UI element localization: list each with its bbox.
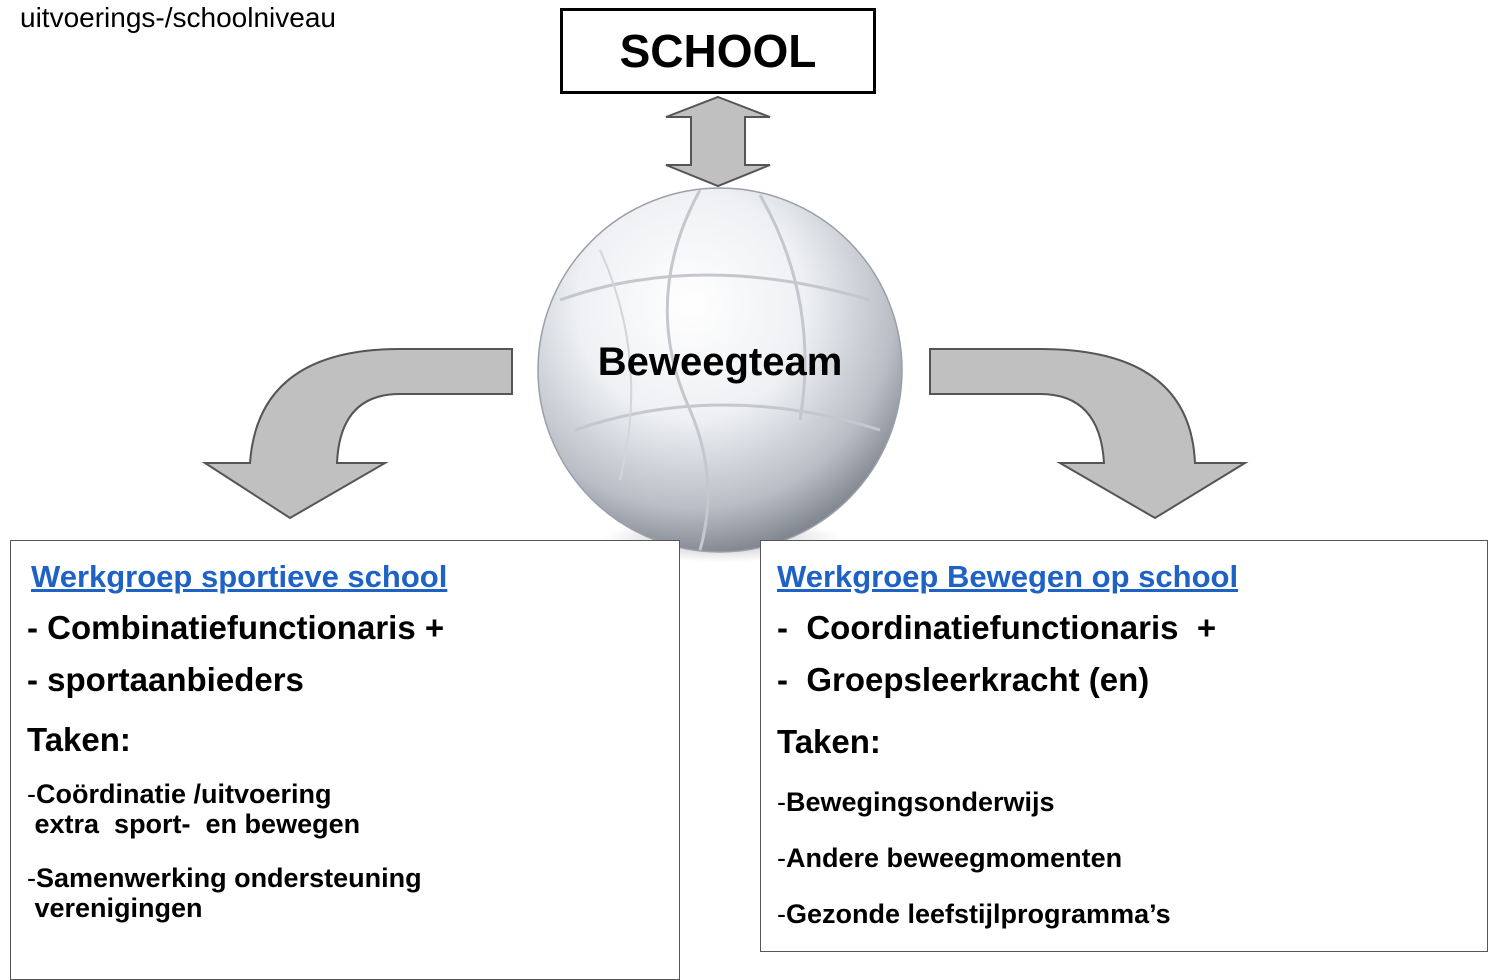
double-arrow-icon bbox=[665, 95, 771, 188]
member-item: - Coordinatiefunctionaris + bbox=[777, 609, 1217, 646]
member-item: - Groepsleerkracht (en) bbox=[777, 661, 1150, 698]
tasks-label: Taken: bbox=[777, 723, 881, 760]
heading-link-sportieve-school[interactable]: Werkgroep sportieve school bbox=[31, 559, 448, 594]
task-text: Bewegingsonderwijs bbox=[786, 787, 1055, 817]
panel-sportieve-school: Werkgroep sportieve school - Combinatief… bbox=[10, 540, 680, 980]
volleyball-icon bbox=[537, 187, 903, 553]
task-item: -Bewegingsonderwijs bbox=[777, 787, 1055, 817]
curved-arrow-right-icon bbox=[929, 348, 1249, 520]
task-text: Samenwerking ondersteuning verenigingen bbox=[34, 863, 422, 923]
task-dash: - bbox=[777, 899, 786, 929]
task-dash: - bbox=[27, 863, 36, 893]
task-text: Gezonde leefstijlprogramma’s bbox=[786, 899, 1171, 929]
panel-bewegen-op-school: Werkgroep Bewegen op school - Coordinati… bbox=[760, 540, 1488, 952]
task-item: -Coördinatie /uitvoering extra sport- en… bbox=[27, 779, 360, 839]
task-text: Coördinatie /uitvoering extra sport- en … bbox=[34, 779, 361, 839]
beweegteam-label: Beweegteam bbox=[597, 340, 843, 384]
task-item: -Samenwerking ondersteuning verenigingen bbox=[27, 863, 422, 923]
curved-arrow-left-icon bbox=[201, 348, 513, 520]
school-box: SCHOOL bbox=[560, 8, 876, 94]
member-item: - sportaanbieders bbox=[27, 661, 304, 698]
task-dash: - bbox=[27, 779, 36, 809]
member-item: - Combinatiefunctionaris + bbox=[27, 609, 445, 646]
task-dash: - bbox=[777, 787, 786, 817]
task-dash: - bbox=[777, 843, 786, 873]
heading-link-bewegen-op-school[interactable]: Werkgroep Bewegen op school bbox=[777, 559, 1239, 594]
level-caption: uitvoerings-/schoolniveau bbox=[20, 2, 336, 33]
task-text: Andere beweegmomenten bbox=[786, 843, 1123, 873]
task-item: -Andere beweegmomenten bbox=[777, 843, 1122, 873]
task-item: -Gezonde leefstijlprogramma’s bbox=[777, 899, 1171, 929]
tasks-label: Taken: bbox=[27, 721, 131, 758]
